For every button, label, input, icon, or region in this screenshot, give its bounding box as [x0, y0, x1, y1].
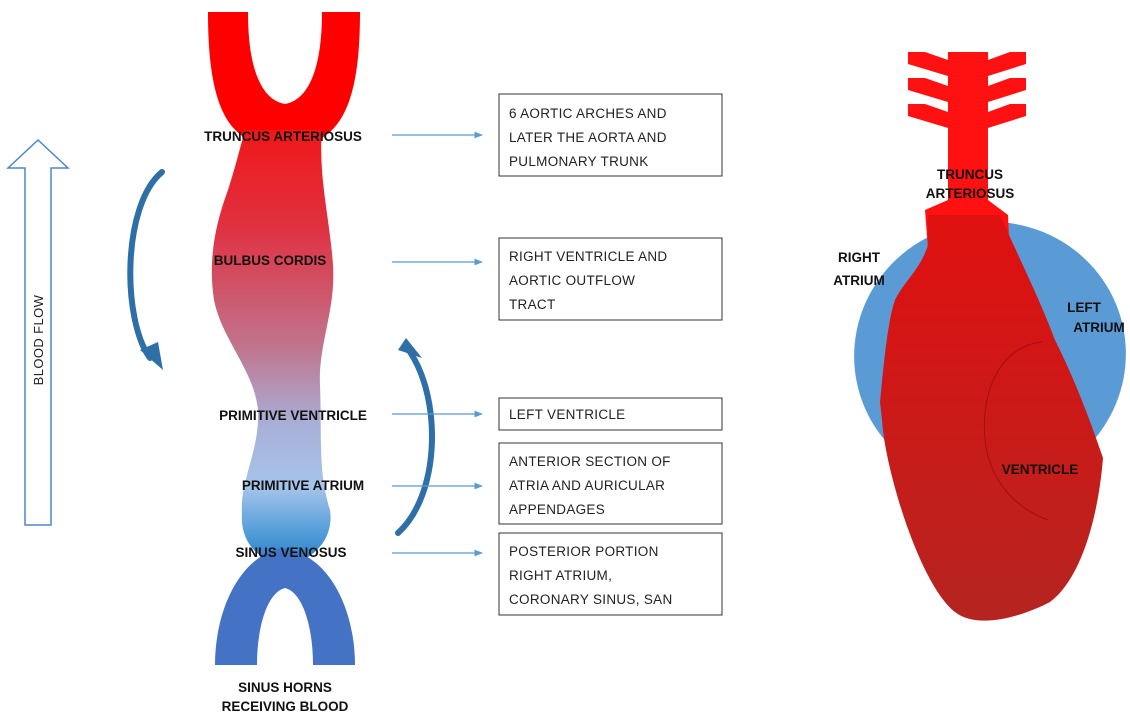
box-truncus-line2: LATER THE AORTA AND — [509, 130, 667, 145]
box-atrium-line3: APPENDAGES — [509, 502, 605, 517]
curved-arrow-left — [130, 172, 163, 370]
box-atrium: ANTERIOR SECTION OF ATRIA AND AURICULAR … — [499, 443, 722, 524]
box-bulbus-line1: RIGHT VENTRICLE AND — [509, 249, 667, 264]
heart-label-truncus-line1: TRUNCUS — [937, 167, 1003, 182]
box-sinus: POSTERIOR PORTION RIGHT ATRIUM, CORONARY… — [499, 533, 722, 615]
label-bulbus-cordis: BULBUS CORDIS — [214, 253, 327, 268]
box-ventricle-line1: LEFT VENTRICLE — [509, 407, 625, 422]
blood-flow-label: BLOOD FLOW — [31, 294, 46, 385]
heart-label-left-atrium-line2: ATRIUM — [1073, 320, 1125, 335]
heart-label-left-atrium-line1: LEFT — [1067, 300, 1101, 315]
heart-label-truncus-line2: ARTERIOSUS — [926, 186, 1015, 201]
heart-illustration: TRUNCUS ARTERIOSUS RIGHT ATRIUM LEFT ATR… — [829, 52, 1130, 621]
label-primitive-ventricle: PRIMITIVE VENTRICLE — [219, 408, 367, 423]
box-sinus-line1: POSTERIOR PORTION — [509, 544, 659, 559]
heart-tube — [208, 12, 360, 665]
box-truncus-line3: PULMONARY TRUNK — [509, 154, 649, 169]
box-atrium-line2: ATRIA AND AURICULAR — [509, 478, 665, 493]
heart-label-right-atrium-line1: RIGHT — [838, 250, 881, 265]
box-ventricle: LEFT VENTRICLE — [499, 398, 722, 430]
box-bulbus: RIGHT VENTRICLE AND AORTIC OUTFLOW TRACT — [499, 238, 722, 320]
box-bulbus-line2: AORTIC OUTFLOW — [509, 273, 635, 288]
box-bulbus-line3: TRACT — [509, 297, 556, 312]
label-sinus-venosus: SINUS VENOSUS — [235, 545, 346, 560]
box-atrium-line1: ANTERIOR SECTION OF — [509, 454, 671, 469]
aortic-arch-top — [208, 12, 360, 138]
box-truncus-line1: 6 AORTIC ARCHES AND — [509, 106, 667, 121]
heart-label-right-atrium-line2: ATRIUM — [833, 273, 885, 288]
heart-label-ventricle: VENTRICLE — [1002, 462, 1079, 477]
sinus-horns — [215, 548, 355, 665]
box-truncus: 6 AORTIC ARCHES AND LATER THE AORTA AND … — [499, 94, 722, 176]
label-truncus-arteriosus: TRUNCUS ARTERIOSUS — [204, 129, 362, 144]
tube-body — [212, 130, 334, 565]
box-sinus-line2: RIGHT ATRIUM, — [509, 568, 612, 583]
label-sinus-horns-line1: SINUS HORNS — [238, 680, 332, 695]
label-sinus-horns-line2: RECEIVING BLOOD — [222, 699, 349, 714]
label-primitive-atrium: PRIMITIVE ATRIUM — [242, 478, 364, 493]
curved-arrow-right — [398, 338, 432, 533]
blood-flow-arrow: BLOOD FLOW — [8, 140, 68, 525]
box-sinus-line3: CORONARY SINUS, SAN — [509, 592, 673, 607]
